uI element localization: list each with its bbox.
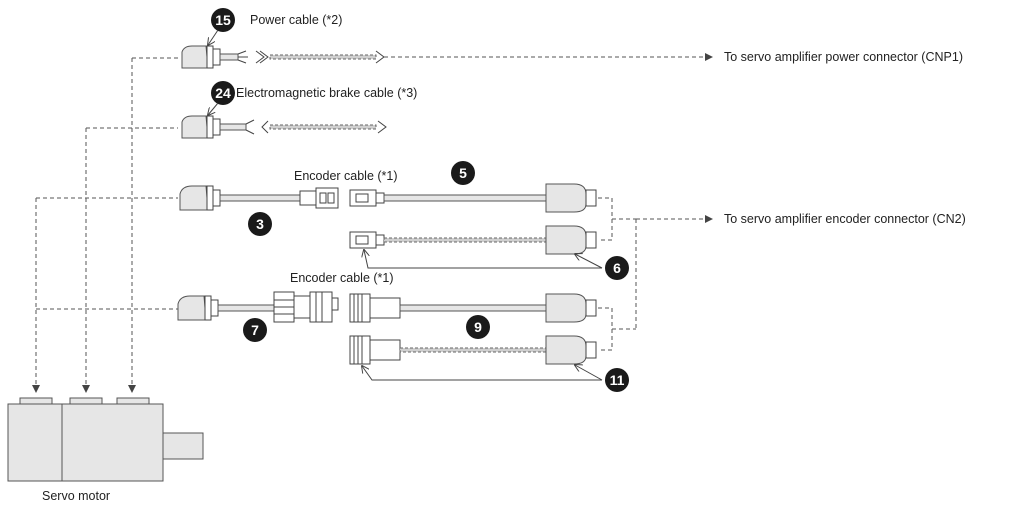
encoder-connector-target-label: To servo amplifier encoder connector (CN… xyxy=(724,212,966,226)
callout-11-number: 11 xyxy=(610,372,625,388)
brake-cable-label: Electromagnetic brake cable (*3) xyxy=(236,86,417,100)
callout-6-badge: 6 xyxy=(605,256,629,280)
encoder-cable-long-5 xyxy=(349,183,597,213)
callout-9-number: 9 xyxy=(474,319,482,335)
callout-24-number: 24 xyxy=(215,85,231,101)
callout-3-badge: 3 xyxy=(248,212,272,236)
motor-connector-arrows xyxy=(32,57,178,393)
power-cable-assembly xyxy=(181,45,713,69)
encoder-cable-label-2: Encoder cable (*1) xyxy=(290,271,394,285)
encoder-cable-long-6 xyxy=(349,225,597,255)
power-cable-label: Power cable (*2) xyxy=(250,13,342,27)
encoder-cable-short-b xyxy=(177,291,339,323)
power-connector-target-label: To servo amplifier power connector (CNP1… xyxy=(724,50,963,64)
callout-3-number: 3 xyxy=(256,216,264,232)
encoder-cable-long-11 xyxy=(349,335,597,365)
encoder-cable-long-9 xyxy=(349,293,597,323)
encoder-cable-short-a xyxy=(179,185,339,211)
callout-9-badge: 9 xyxy=(466,315,490,339)
callout-6-number: 6 xyxy=(613,260,621,276)
servo-motor-label: Servo motor xyxy=(42,489,110,503)
callout-15-number: 15 xyxy=(215,12,231,28)
callout-24-badge: 24 xyxy=(211,81,235,105)
callout-5-number: 5 xyxy=(459,165,467,181)
callout-7-badge: 7 xyxy=(243,318,267,342)
callout-5-badge: 5 xyxy=(451,161,475,185)
servo-motor xyxy=(7,397,204,482)
encoder-target-bracket xyxy=(598,197,713,351)
brake-cable-assembly xyxy=(181,115,387,139)
callout-11-badge: 11 xyxy=(605,368,629,392)
encoder-cable-label-1: Encoder cable (*1) xyxy=(294,169,398,183)
callout-15-badge: 15 xyxy=(211,8,235,32)
callout-7-number: 7 xyxy=(251,322,259,338)
